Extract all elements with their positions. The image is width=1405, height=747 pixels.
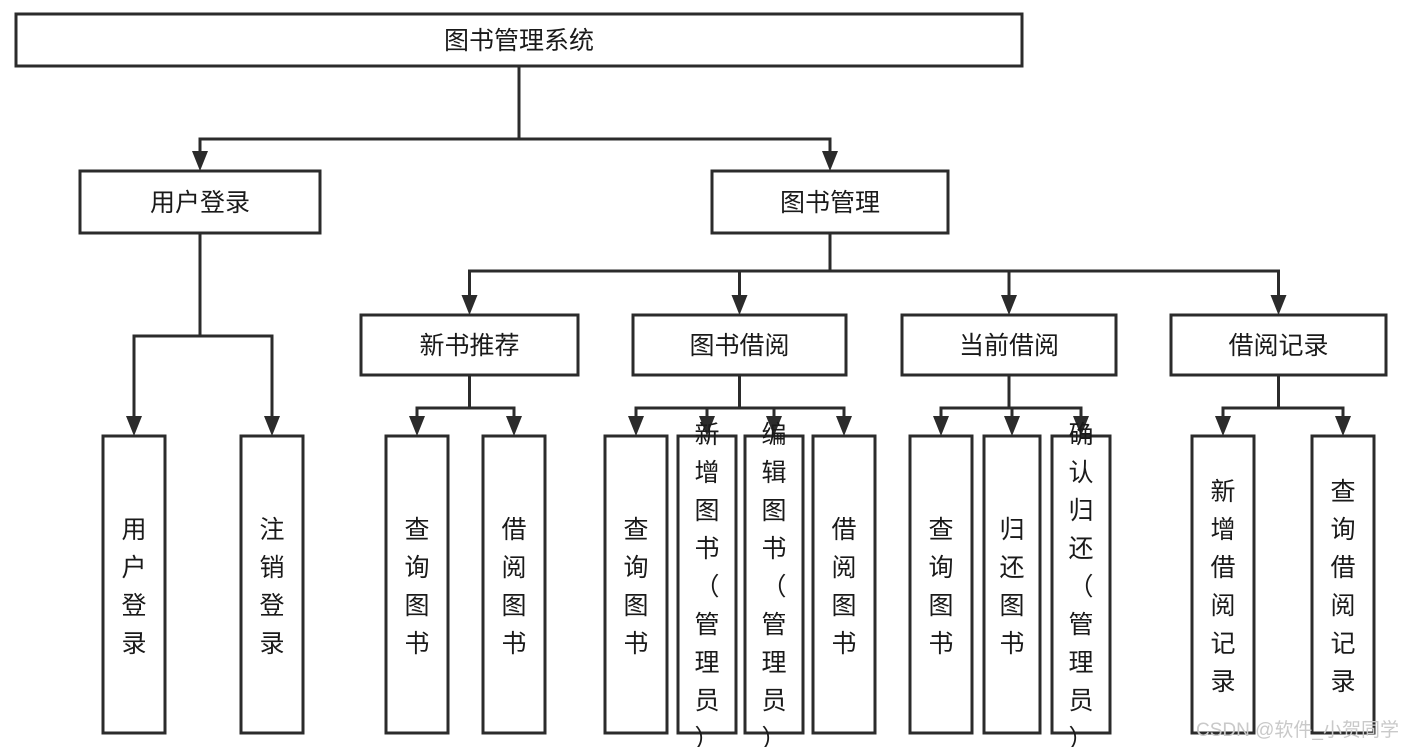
- node-current-borrow-label: 当前借阅: [959, 332, 1059, 360]
- node-leaf-add-record-label: 新增借阅记录: [1210, 478, 1235, 696]
- node-leaf-return-book[interactable]: 归还图书: [982, 434, 1042, 735]
- node-leaf-logout-box[interactable]: [239, 434, 305, 735]
- node-user-login-label: 用户登录: [150, 189, 250, 217]
- conn-book-borrow-arrow-0: [628, 416, 644, 436]
- node-leaf-borrow-book[interactable]: 借阅图书: [811, 434, 877, 735]
- node-leaf-query-book-rec[interactable]: 查询图书: [384, 434, 450, 735]
- node-leaf-query-book-rec-label: 查询图书: [404, 516, 429, 658]
- node-leaf-edit-book[interactable]: 编辑图书（管理员）: [743, 421, 805, 747]
- node-new-book-rec-box[interactable]: [359, 313, 580, 377]
- conn-book-manage-arrow-0: [461, 295, 478, 315]
- node-leaf-return-book-box[interactable]: [982, 434, 1042, 735]
- node-book-manage-label: 图书管理: [780, 189, 880, 217]
- conn-root-arrow-1: [822, 151, 838, 171]
- conn-new-book-rec-arrow-1: [506, 416, 522, 436]
- node-leaf-edit-book-box[interactable]: [743, 434, 805, 735]
- node-leaf-query-book-cur-box[interactable]: [908, 434, 974, 735]
- node-leaf-edit-book-label: 编辑图书（管理员）: [761, 421, 786, 747]
- conn-borrow-record-arrow-1: [1335, 416, 1351, 436]
- node-boxes: 图书管理系统用户登录图书管理新书推荐图书借阅当前借阅借阅记录用户登录注销登录查询…: [14, 12, 1388, 747]
- node-book-borrow[interactable]: 图书借阅: [631, 313, 848, 377]
- node-user-login[interactable]: 用户登录: [78, 169, 322, 235]
- conn-root-arrow-0: [192, 151, 208, 171]
- node-book-borrow-label: 图书借阅: [689, 332, 789, 360]
- node-leaf-query-record-label: 查询借阅记录: [1330, 478, 1355, 696]
- node-leaf-query-book-rec-box[interactable]: [384, 434, 450, 735]
- node-leaf-confirm-return-label: 确认归还（管理员）: [1068, 421, 1093, 747]
- node-leaf-add-book[interactable]: 新增图书（管理员）: [676, 421, 738, 747]
- node-borrow-record-label: 借阅记录: [1228, 332, 1328, 360]
- node-root-box[interactable]: [14, 12, 1024, 68]
- node-leaf-confirm-return[interactable]: 确认归还（管理员）: [1050, 421, 1112, 747]
- conn-book-borrow-arrow-3: [836, 416, 852, 436]
- node-leaf-user-login-box[interactable]: [101, 434, 167, 735]
- node-current-borrow[interactable]: 当前借阅: [900, 313, 1118, 377]
- node-leaf-query-book-cur-label: 查询图书: [928, 516, 953, 658]
- node-new-book-rec-label: 新书推荐: [419, 332, 519, 360]
- conn-book-manage-arrow-3: [1270, 295, 1287, 315]
- conn-book-manage-arrow-1: [731, 295, 748, 315]
- node-current-borrow-box[interactable]: [900, 313, 1118, 377]
- node-book-manage[interactable]: 图书管理: [710, 169, 950, 235]
- node-leaf-borrow-book-box[interactable]: [811, 434, 877, 735]
- node-leaf-confirm-return-box[interactable]: [1050, 434, 1112, 735]
- node-leaf-query-book-cur[interactable]: 查询图书: [908, 434, 974, 735]
- csdn-watermark: CSDN @软件_小贺同学: [1196, 719, 1399, 741]
- conn-current-borrow-arrow-1: [1004, 416, 1020, 436]
- conn-user-login-arrow-1: [264, 416, 280, 436]
- node-leaf-query-book-borrow-box[interactable]: [603, 434, 669, 735]
- conn-book-manage-arrow-2: [1001, 295, 1017, 315]
- node-leaf-query-record-box[interactable]: [1310, 434, 1376, 735]
- node-leaf-query-book-borrow-label: 查询图书: [623, 516, 648, 658]
- node-new-book-rec[interactable]: 新书推荐: [359, 313, 580, 377]
- node-borrow-record-box[interactable]: [1169, 313, 1388, 377]
- node-leaf-borrow-book-rec[interactable]: 借阅图书: [481, 434, 547, 735]
- node-leaf-add-record-box[interactable]: [1190, 434, 1256, 735]
- conn-new-book-rec-arrow-0: [409, 416, 425, 436]
- node-leaf-logout[interactable]: 注销登录: [239, 434, 305, 735]
- node-leaf-add-record[interactable]: 新增借阅记录: [1190, 434, 1256, 735]
- node-leaf-logout-label: 注销登录: [259, 516, 284, 658]
- conn-borrow-record-arrow-0: [1215, 416, 1231, 436]
- conn-user-login-arrow-0: [126, 416, 142, 436]
- node-root-label: 图书管理系统: [444, 27, 594, 55]
- node-root[interactable]: 图书管理系统: [14, 12, 1024, 68]
- connector-lines: [126, 64, 1351, 436]
- node-leaf-query-record[interactable]: 查询借阅记录: [1310, 434, 1376, 735]
- node-leaf-user-login[interactable]: 用户登录: [101, 434, 167, 735]
- node-leaf-borrow-book-label: 借阅图书: [831, 516, 856, 658]
- node-leaf-add-book-label: 新增图书（管理员）: [694, 421, 719, 747]
- node-leaf-return-book-label: 归还图书: [999, 516, 1024, 658]
- node-leaf-query-book-borrow[interactable]: 查询图书: [603, 434, 669, 735]
- node-book-manage-box[interactable]: [710, 169, 950, 235]
- node-leaf-borrow-book-rec-box[interactable]: [481, 434, 547, 735]
- node-leaf-add-book-box[interactable]: [676, 434, 738, 735]
- conn-book-borrow-arrow-1: [699, 416, 715, 436]
- node-book-borrow-box[interactable]: [631, 313, 848, 377]
- node-user-login-box[interactable]: [78, 169, 322, 235]
- conn-book-borrow-arrow-2: [766, 416, 782, 436]
- conn-current-borrow-arrow-0: [933, 416, 949, 436]
- node-leaf-user-login-label: 用户登录: [121, 516, 146, 658]
- node-borrow-record[interactable]: 借阅记录: [1169, 313, 1388, 377]
- conn-current-borrow-arrow-2: [1073, 416, 1089, 436]
- node-leaf-borrow-book-rec-label: 借阅图书: [501, 516, 526, 658]
